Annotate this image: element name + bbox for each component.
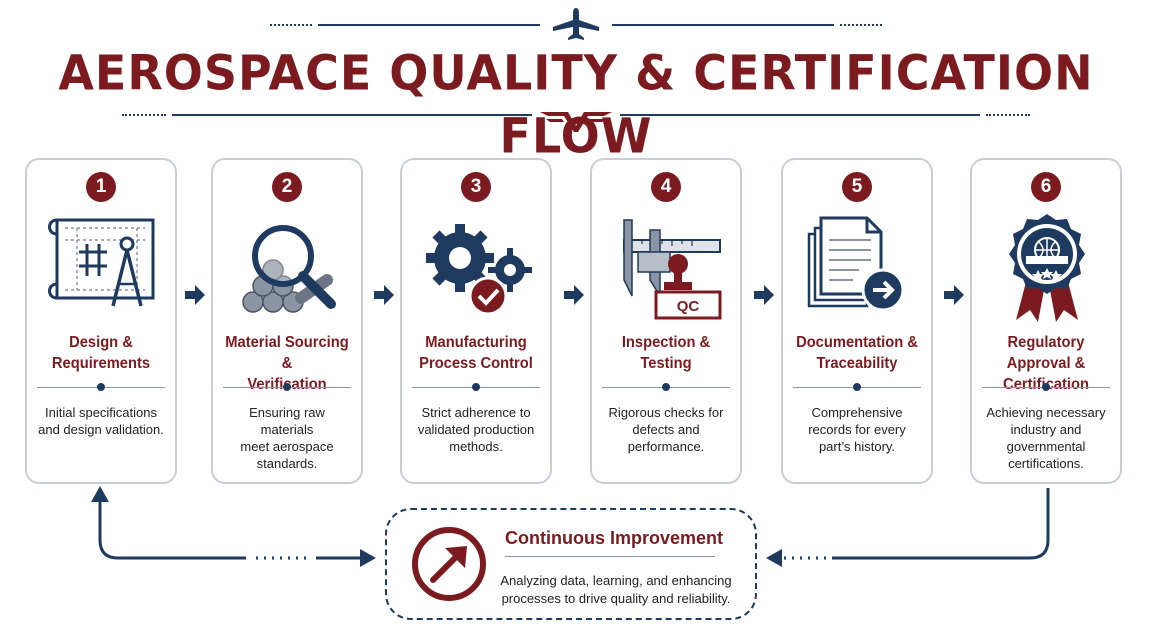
- step-description: Strict adherence to validated production…: [410, 404, 542, 455]
- step-number: 2: [272, 172, 302, 202]
- magnifier-materials-icon: [242, 225, 336, 313]
- airplane-icon: [553, 8, 599, 40]
- improvement-title: Continuous Improvement: [505, 528, 724, 548]
- step-card-documentation: 5 Documentation & Traceability Comprehen…: [781, 158, 933, 484]
- step-desc-line2: validated production: [417, 422, 535, 437]
- separator-dot: [662, 383, 670, 391]
- step-card-material: 2 Material Sourcing & Verification Ensur…: [211, 158, 363, 484]
- step-desc-line2: meet aerospace: [240, 439, 334, 454]
- step-desc-line1: Rigorous checks for: [608, 405, 724, 420]
- step-title-line1: Inspection &: [621, 334, 711, 351]
- step-desc-line2: defects and: [632, 422, 700, 437]
- loop-line-up: [98, 500, 246, 560]
- step-card-certification: 6 Regulatory Approval & Certification Ac…: [970, 158, 1122, 484]
- step-desc-line3: standards.: [256, 456, 318, 471]
- step-desc-line2: industry and: [1010, 422, 1082, 437]
- improvement-desc-line1: Analyzing data, learning, and enhancing: [500, 573, 732, 588]
- step-number: 6: [1031, 172, 1061, 202]
- improvement-separator: [505, 556, 715, 557]
- step-number: 3: [461, 172, 491, 202]
- step-card-design: 1 Design & Requirements Initial specific…: [25, 158, 177, 484]
- step-desc-line3: methods.: [449, 439, 503, 454]
- step-description: Initial specifications and design valida…: [35, 404, 167, 438]
- wings-emblem-icon: [540, 112, 612, 132]
- step-description: Comprehensive records for every part’s h…: [791, 404, 923, 455]
- documents-arrow-icon: [807, 216, 905, 312]
- loop-arrowhead-left: [766, 549, 782, 567]
- step-desc-line1: Initial specifications: [45, 405, 157, 420]
- step-desc-line1: Achieving necessary: [986, 405, 1106, 420]
- step-number: 5: [842, 172, 872, 202]
- header-line-bottom-right: [620, 114, 980, 116]
- header-dots-top-left: [270, 24, 312, 26]
- step-title-line2: Process Control: [419, 355, 533, 372]
- step-card-manufacturing: 3 Manufacturing Process Control Strict a…: [400, 158, 552, 484]
- step-desc-line2: records for every: [808, 422, 906, 437]
- step-title: Design & Requirements: [37, 332, 166, 374]
- step-card-inspection: 4 QC Inspection & Testing Rigorous check…: [590, 158, 742, 484]
- step-title-line1: Design &: [69, 334, 133, 351]
- arrow-right-icon: [944, 285, 964, 305]
- step-title-line1: Regulatory Approval &: [1006, 334, 1086, 372]
- step-title-line1: Documentation &: [796, 334, 918, 351]
- continuous-improvement-box: Continuous Improvement Analyzing data, l…: [385, 508, 757, 620]
- improvement-desc-line2: processes to drive quality and reliabili…: [501, 591, 731, 606]
- step-number: 1: [86, 172, 116, 202]
- header-dots-bottom-right: [986, 114, 1030, 116]
- caliper-stamp-icon: QC: [623, 219, 722, 320]
- step-title: Inspection & Testing: [602, 332, 731, 374]
- step-title-line2: Traceability: [816, 355, 898, 372]
- step-description: Ensuring raw materials meet aerospace st…: [221, 404, 353, 472]
- step-title-line2: Requirements: [51, 355, 151, 372]
- arrow-right-icon: [374, 285, 394, 305]
- step-number: 4: [651, 172, 681, 202]
- step-desc-line1: Strict adherence to: [421, 405, 531, 420]
- header-line-top-left: [318, 24, 540, 26]
- step-description: Rigorous checks for defects and performa…: [600, 404, 732, 455]
- separator-dot: [853, 383, 861, 391]
- separator-dot: [472, 383, 480, 391]
- step-title: Manufacturing Process Control: [412, 332, 541, 374]
- separator-dot: [97, 383, 105, 391]
- separator-dot: [1042, 383, 1050, 391]
- step-desc-line1: Comprehensive: [811, 405, 903, 420]
- step-title: Documentation & Traceability: [793, 332, 922, 374]
- header-line-bottom-left: [172, 114, 532, 116]
- loop-arrowhead-right: [360, 549, 376, 567]
- gears-check-icon: [426, 224, 532, 316]
- step-title-line1: Manufacturing: [425, 334, 527, 351]
- certification-seal-icon: [1009, 214, 1085, 322]
- page-title: AEROSPACE QUALITY & CERTIFICATION FLOW: [58, 44, 1094, 164]
- step-desc-line3: part’s history.: [818, 439, 896, 454]
- arrow-right-icon: [564, 285, 584, 305]
- arrow-right-icon: [754, 285, 774, 305]
- step-title-line2: Testing: [640, 355, 692, 372]
- loop-arrowhead-up: [91, 486, 109, 502]
- step-title-line1: Material Sourcing &: [225, 334, 349, 372]
- step-desc-line3: governmental: [1006, 439, 1086, 454]
- step-desc-line1: Ensuring raw materials: [249, 405, 325, 437]
- separator-dot: [283, 383, 291, 391]
- step-desc-line4: certifications.: [1008, 456, 1084, 471]
- arrow-right-icon: [185, 285, 205, 305]
- trend-arrow-icon: [412, 527, 486, 601]
- blueprint-compass-icon: [48, 218, 155, 307]
- improvement-description: Analyzing data, learning, and enhancing …: [487, 572, 745, 608]
- step-desc-line2: and design validation.: [38, 422, 164, 437]
- loop-line-right: [832, 488, 1050, 560]
- header-line-top-right: [612, 24, 834, 26]
- step-desc-line3: performance.: [627, 439, 705, 454]
- header-dots-top-right: [840, 24, 882, 26]
- header-dots-bottom-left: [122, 114, 166, 116]
- step-description: Achieving necessary industry and governm…: [980, 404, 1112, 472]
- qc-stamp-label: QC: [677, 298, 700, 315]
